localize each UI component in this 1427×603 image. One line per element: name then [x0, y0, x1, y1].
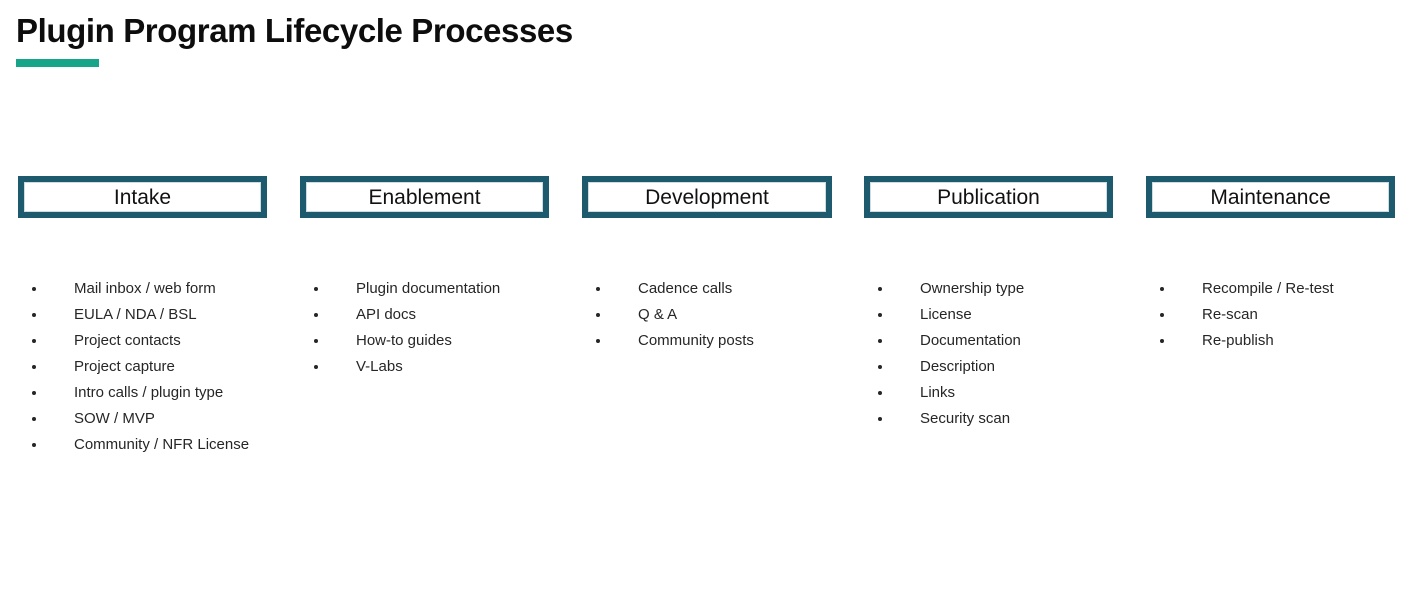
bullet-dot-icon	[32, 417, 36, 421]
bullet-item-label: Project capture	[74, 358, 175, 375]
stage-header-inner: Publication	[870, 182, 1107, 212]
list-item: Links	[874, 380, 1024, 406]
bullet-item-label: Re-publish	[1202, 332, 1274, 349]
bullet-item-label: Ownership type	[920, 280, 1025, 297]
bullet-item-label: Community posts	[638, 332, 754, 349]
title-accent-bar	[16, 59, 99, 67]
list-item: SOW / MVP	[28, 406, 249, 432]
bullet-dot-icon	[314, 339, 318, 343]
bullet-item-label: Links	[920, 384, 956, 401]
bullet-item-label: How-to guides	[356, 332, 452, 349]
stage-title-label: Development	[645, 185, 769, 209]
bullet-dot-icon	[596, 287, 600, 291]
list-item: How-to guides	[310, 328, 500, 354]
bullet-item-label: EULA / NDA / BSL	[74, 306, 197, 323]
bullet-dot-icon	[32, 443, 36, 447]
list-item: Security scan	[874, 406, 1024, 432]
bullet-item-label: Plugin documentation	[356, 280, 501, 297]
bullet-dot-icon	[32, 287, 36, 291]
bullet-dot-icon	[596, 313, 600, 317]
bullet-item-label: Q & A	[638, 306, 678, 323]
bullet-dot-icon	[878, 391, 882, 395]
list-item: License	[874, 302, 1024, 328]
list-item: Re-publish	[1156, 328, 1334, 354]
list-item: Q & A	[592, 302, 754, 328]
list-item: Community posts	[592, 328, 754, 354]
bullet-dot-icon	[314, 313, 318, 317]
stage-header-intake[interactable]: Intake	[18, 176, 267, 218]
stage-title-label: Intake	[113, 185, 172, 209]
bullet-item-label: SOW / MVP	[74, 410, 155, 427]
stage-header-enablement[interactable]: Enablement	[300, 176, 549, 218]
list-item: Cadence calls	[592, 276, 754, 302]
list-item: Project contacts	[28, 328, 249, 354]
bullet-dot-icon	[878, 365, 882, 369]
stage-header-inner: Development	[588, 182, 826, 212]
list-item: API docs	[310, 302, 500, 328]
slide-title: Plugin Program Lifecycle Processes	[16, 12, 573, 49]
list-item: Project capture	[28, 354, 249, 380]
bullet-item-label: Recompile / Re-test	[1202, 280, 1334, 297]
stage-header-inner: Maintenance	[1152, 182, 1389, 212]
list-item: Description	[874, 354, 1024, 380]
bullet-dot-icon	[1160, 339, 1164, 343]
bullet-dot-icon	[32, 365, 36, 369]
bullet-item-label: Community / NFR License	[74, 436, 250, 453]
list-item: Ownership type	[874, 276, 1024, 302]
bullet-item-label: Project contacts	[74, 332, 181, 349]
bullet-item-label: Intro calls / plugin type	[74, 384, 224, 401]
bullet-item-label: API docs	[356, 306, 417, 323]
stage-title-label: Enablement	[368, 185, 481, 209]
stage-header-inner: Intake	[24, 182, 261, 212]
list-item: Documentation	[874, 328, 1024, 354]
bullet-dot-icon	[878, 417, 882, 421]
stage-title-label: Maintenance	[1210, 185, 1331, 209]
stage-title-label: Publication	[937, 185, 1040, 209]
stage-header-publication[interactable]: Publication	[864, 176, 1113, 218]
bullet-dot-icon	[32, 339, 36, 343]
bullet-item-label: Documentation	[920, 332, 1021, 349]
bullet-dot-icon	[878, 313, 882, 317]
bullet-item-label: Re-scan	[1202, 306, 1258, 323]
bullet-item-label: Cadence calls	[638, 280, 733, 297]
bullet-item-label: Mail inbox / web form	[74, 280, 216, 297]
bullet-dot-icon	[314, 365, 318, 369]
bullet-dot-icon	[32, 313, 36, 317]
list-item: EULA / NDA / BSL	[28, 302, 249, 328]
bullet-dot-icon	[32, 391, 36, 395]
bullet-item-label: Description	[920, 358, 996, 375]
stage-header-development[interactable]: Development	[582, 176, 832, 218]
list-item: Re-scan	[1156, 302, 1334, 328]
list-item: V-Labs	[310, 354, 500, 380]
list-item: Intro calls / plugin type	[28, 380, 249, 406]
list-item: Plugin documentation	[310, 276, 500, 302]
bullet-item-label: Security scan	[920, 410, 1011, 427]
stage-header-inner: Enablement	[306, 182, 543, 212]
list-item: Community / NFR License	[28, 432, 249, 458]
list-item: Mail inbox / web form	[28, 276, 249, 302]
bullet-dot-icon	[878, 287, 882, 291]
stage-header-maintenance[interactable]: Maintenance	[1146, 176, 1395, 218]
bullet-dot-icon	[596, 339, 600, 343]
bullet-item-label: V-Labs	[356, 358, 403, 375]
bullet-dot-icon	[878, 339, 882, 343]
bullet-item-label: License	[920, 306, 972, 323]
bullet-dot-icon	[1160, 287, 1164, 291]
bullet-dot-icon	[1160, 313, 1164, 317]
stage-bullet-list-development: Cadence calls Q & A Community posts	[592, 276, 754, 354]
list-item: Recompile / Re-test	[1156, 276, 1334, 302]
bullet-dot-icon	[314, 287, 318, 291]
